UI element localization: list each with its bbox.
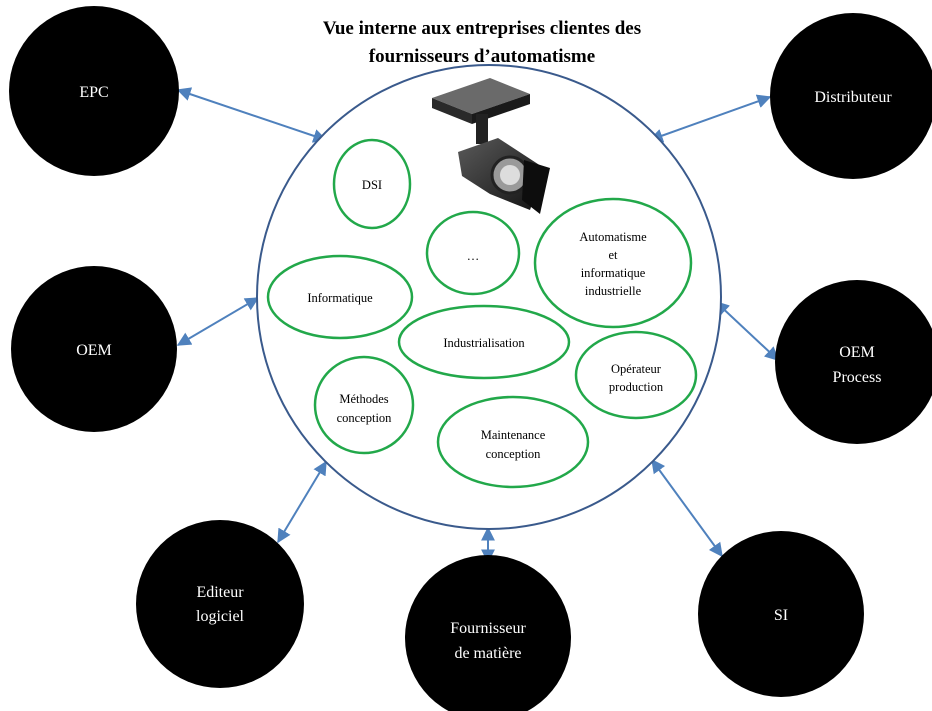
unit-methodes: Méthodes conception bbox=[313, 355, 415, 455]
node-distributeur-label: Distributeur bbox=[814, 89, 892, 106]
unit-automatisme-label-2: et bbox=[608, 248, 618, 262]
unit-informatique: Informatique bbox=[266, 254, 414, 340]
node-si: SI bbox=[698, 531, 864, 697]
arrow-oem-process bbox=[714, 301, 780, 361]
unit-industrialisation-label: Industrialisation bbox=[443, 336, 525, 350]
diagram-title-line2: fournisseurs d’automatisme bbox=[369, 46, 595, 67]
unit-dsi: DSI bbox=[332, 138, 412, 230]
unit-ellipsis: … bbox=[425, 210, 521, 296]
arrow-oem bbox=[176, 297, 260, 346]
node-epc-label: EPC bbox=[79, 84, 108, 101]
spotlight-lamp-icon bbox=[432, 78, 550, 214]
unit-dsi-label: DSI bbox=[362, 178, 382, 192]
node-oem-label: OEM bbox=[76, 342, 112, 359]
arrow-si bbox=[651, 458, 723, 558]
unit-automatisme-label-3: informatique bbox=[581, 266, 646, 280]
unit-methodes-label-1: Méthodes bbox=[339, 392, 388, 406]
node-fournisseur-matiere-label-1: Fournisseur bbox=[450, 620, 526, 637]
unit-automatisme: Automatisme et informatique industrielle bbox=[533, 197, 693, 329]
node-fournisseur-matiere-label-2: de matière bbox=[454, 645, 521, 662]
arrow-distributeur bbox=[648, 94, 772, 143]
node-oem-process: OEM Process bbox=[775, 280, 932, 444]
internal-units: DSI … Automatisme et informatique indust… bbox=[266, 138, 698, 489]
node-editeur-logiciel-label-2: logiciel bbox=[196, 608, 245, 625]
unit-industrialisation: Industrialisation bbox=[397, 304, 571, 380]
node-editeur-logiciel-label-1: Editeur bbox=[196, 584, 244, 601]
node-si-label: SI bbox=[774, 607, 788, 624]
unit-maintenance: Maintenance conception bbox=[436, 395, 590, 489]
unit-automatisme-label-4: industrielle bbox=[585, 284, 642, 298]
unit-informatique-label: Informatique bbox=[307, 291, 373, 305]
node-editeur-logiciel: Editeur logiciel bbox=[136, 520, 304, 688]
node-fournisseur-matiere: Fournisseur de matière bbox=[405, 555, 571, 711]
unit-maintenance-label-1: Maintenance bbox=[481, 428, 546, 442]
connectors bbox=[176, 87, 780, 564]
unit-automatisme-label-1: Automatisme bbox=[579, 230, 647, 244]
unit-ellipsis-label: … bbox=[467, 249, 480, 263]
node-oem-process-label-1: OEM bbox=[839, 344, 875, 361]
node-distributeur: Distributeur bbox=[770, 13, 932, 179]
unit-operateur-label-1: Opérateur bbox=[611, 362, 662, 376]
external-nodes: EPC Distributeur OEM OEM Process Editeur… bbox=[9, 6, 932, 711]
unit-methodes-label-2: conception bbox=[337, 411, 393, 425]
unit-operateur: Opérateur production bbox=[574, 330, 698, 420]
node-oem-process-label-2: Process bbox=[833, 369, 882, 386]
unit-maintenance-label-2: conception bbox=[486, 447, 542, 461]
node-epc: EPC bbox=[9, 6, 179, 176]
node-oem: OEM bbox=[11, 266, 177, 432]
arrow-epc bbox=[176, 87, 328, 143]
unit-operateur-label-2: production bbox=[609, 380, 664, 394]
diagram-title-line1: Vue interne aux entreprises clientes des bbox=[323, 18, 641, 39]
arrow-editeur-logiciel bbox=[277, 460, 327, 544]
